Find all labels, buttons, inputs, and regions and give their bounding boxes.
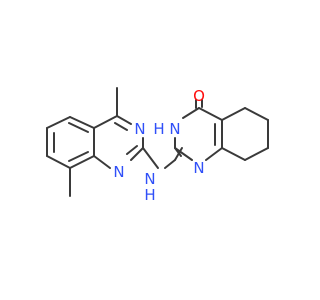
bond: [205, 147, 223, 161]
bond: [130, 147, 144, 161]
bond: [126, 145, 138, 155]
pyrimidinone-bonds: [174, 107, 223, 161]
atom-labels: N N N H N H N O: [113, 87, 205, 204]
atom-h-pyrimidinone-3: H: [153, 120, 164, 138]
bond: [68, 122, 89, 133]
bond: [244, 107, 269, 121]
bond: [114, 122, 128, 131]
atom-o-carbonyl: O: [193, 87, 205, 105]
bond: [244, 147, 269, 161]
atom-n-pyrimidinone-3: N: [169, 120, 180, 138]
atom-h-linker: H: [144, 186, 155, 204]
atom-n-pyrimidinone-1: N: [193, 159, 204, 177]
bond: [116, 115, 132, 125]
bond: [221, 107, 246, 121]
methyl-bonds: [69, 87, 118, 197]
cyclohexane-bonds: [221, 107, 269, 161]
molecule-diagram: N N N H N H N O: [46, 87, 269, 204]
bond: [93, 155, 111, 169]
atom-n-quinazoline-1: N: [113, 163, 124, 181]
linker-bonds: [142, 147, 176, 169]
bond: [142, 147, 159, 169]
bond: [69, 155, 95, 169]
bond: [198, 107, 223, 121]
benzene-ring-bonds: [46, 116, 95, 169]
bond: [221, 147, 246, 161]
bond: [46, 155, 71, 169]
bond: [68, 151, 89, 162]
atom-n-linker: N: [144, 170, 155, 188]
bond: [164, 159, 176, 169]
atom-n-quinazoline-3: N: [134, 120, 145, 138]
carbonyl-bonds: [195, 99, 203, 109]
bond: [182, 107, 200, 119]
quinazoline-pyrimidine-bonds: [93, 115, 144, 169]
bond: [69, 116, 95, 129]
bond: [46, 116, 71, 129]
bond: [93, 115, 118, 129]
bond: [174, 147, 193, 161]
